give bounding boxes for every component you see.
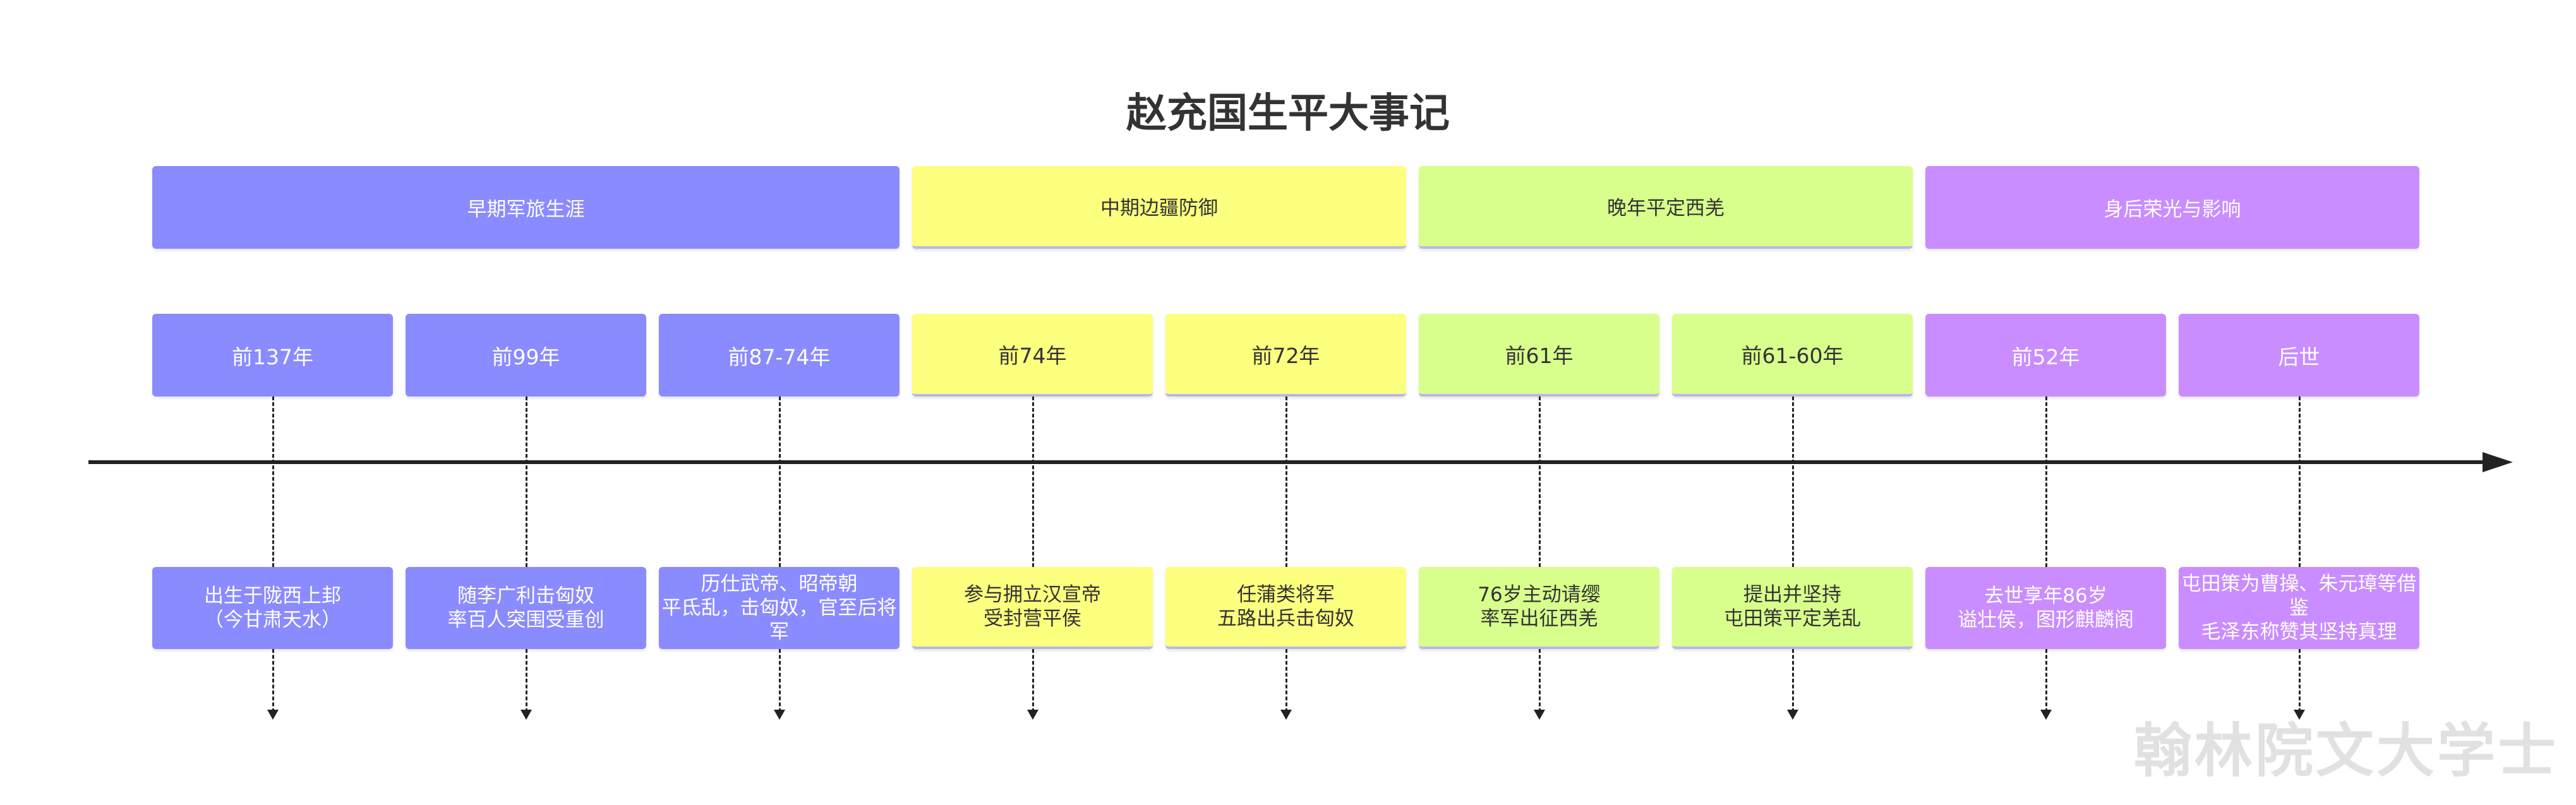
year-box: 前137年 bbox=[152, 314, 393, 397]
connector-dashed bbox=[2298, 397, 2301, 567]
timeline-axis bbox=[88, 460, 2489, 464]
event-box: 出生于陇西上邽 （今甘肃天水） bbox=[152, 567, 393, 649]
year-box: 后世 bbox=[2179, 314, 2419, 397]
year-box: 前87-74年 bbox=[659, 314, 900, 397]
event-box: 任蒲类将军 五路出兵击匈奴 bbox=[1165, 567, 1406, 649]
down-arrow-icon bbox=[1533, 710, 1545, 720]
connector-dashed-tail bbox=[272, 649, 274, 712]
connector-dashed-tail bbox=[1285, 649, 1287, 712]
connector-dashed bbox=[1032, 397, 1034, 567]
page-title: 赵充国生平大事记 bbox=[1126, 90, 1450, 137]
year-box: 前52年 bbox=[1925, 314, 2166, 397]
down-arrow-icon bbox=[2293, 710, 2305, 720]
event-box: 历仕武帝、昭帝朝 平氐乱，击匈奴，官至后将军 bbox=[659, 567, 900, 649]
year-box: 前61年 bbox=[1419, 314, 1659, 397]
event-box: 随李广利击匈奴 率百人突围受重创 bbox=[406, 567, 646, 649]
year-box: 前61-60年 bbox=[1672, 314, 1913, 397]
phase-header: 身后荣光与影响 bbox=[1925, 166, 2419, 249]
watermark: 翰林院文大学士 bbox=[2133, 717, 2558, 785]
event-box: 去世享年86岁 谥壮侯，图形麒麟阁 bbox=[1925, 567, 2166, 649]
connector-dashed-tail bbox=[2298, 649, 2301, 712]
down-arrow-icon bbox=[1026, 710, 1038, 720]
down-arrow-icon bbox=[773, 710, 785, 720]
connector-dashed bbox=[778, 397, 781, 567]
event-box: 参与拥立汉宣帝 受封营平侯 bbox=[912, 567, 1153, 649]
event-box: 屯田策为曹操、朱元璋等借鉴 毛泽东称赞其坚持真理 bbox=[2179, 567, 2419, 649]
connector-dashed bbox=[1285, 397, 1287, 567]
down-arrow-icon bbox=[267, 710, 279, 720]
connector-dashed-tail bbox=[778, 649, 781, 712]
connector-dashed bbox=[2045, 397, 2047, 567]
down-arrow-icon bbox=[1786, 710, 1798, 720]
down-arrow-icon bbox=[520, 710, 532, 720]
down-arrow-icon bbox=[2040, 710, 2052, 720]
connector-dashed-tail bbox=[1538, 649, 1541, 712]
phase-header: 早期军旅生涯 bbox=[152, 166, 900, 249]
connector-dashed bbox=[1791, 397, 1794, 567]
connector-dashed bbox=[1538, 397, 1541, 567]
timeline-axis-arrowhead bbox=[2483, 452, 2513, 472]
phase-header: 晚年平定西羌 bbox=[1419, 166, 1913, 249]
event-box: 提出并坚持 屯田策平定羌乱 bbox=[1672, 567, 1913, 649]
year-box: 前99年 bbox=[406, 314, 646, 397]
connector-dashed-tail bbox=[2045, 649, 2047, 712]
event-box: 76岁主动请缨 率军出征西羌 bbox=[1419, 567, 1659, 649]
down-arrow-icon bbox=[1280, 710, 1292, 720]
year-box: 前74年 bbox=[912, 314, 1153, 397]
connector-dashed-tail bbox=[525, 649, 527, 712]
connector-dashed bbox=[525, 397, 527, 567]
connector-dashed-tail bbox=[1791, 649, 1794, 712]
phase-header: 中期边疆防御 bbox=[912, 166, 1406, 249]
connector-dashed-tail bbox=[1032, 649, 1034, 712]
year-box: 前72年 bbox=[1165, 314, 1406, 397]
connector-dashed bbox=[272, 397, 274, 567]
